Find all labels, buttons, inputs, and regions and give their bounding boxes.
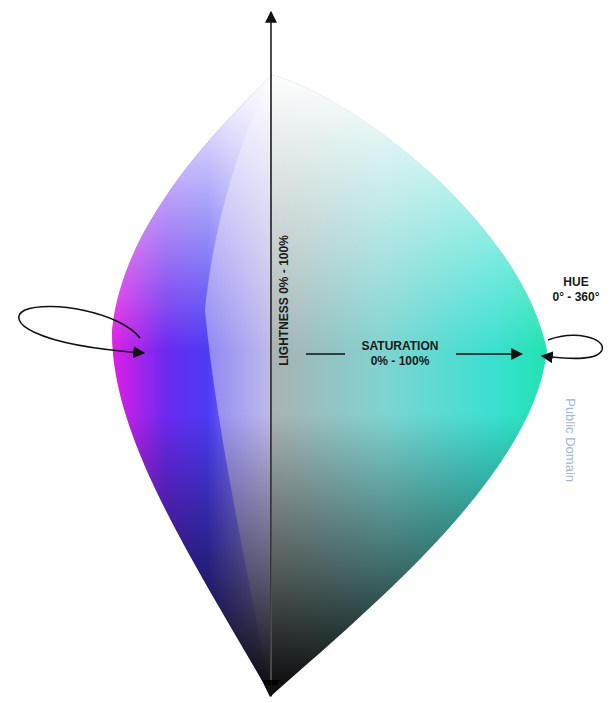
lightness-axis: [270, 12, 272, 696]
left-shading: [112, 75, 272, 695]
right-half-cone: [272, 75, 547, 695]
hue-rotation-arrow-left: [19, 306, 144, 353]
left-half-cone: [112, 75, 272, 695]
watermark: Public Domain: [562, 398, 578, 482]
hue-rotation-arrow-right: [542, 335, 602, 358]
saturation-arrow-tail: [306, 353, 345, 355]
right-shading: [272, 75, 547, 695]
saturation-arrow: [456, 353, 522, 355]
saturation-label: SATURATION 0% - 100%: [362, 339, 439, 369]
axis-label: LIGHTNESS 0% - 100%: [277, 235, 292, 366]
hue-label: HUE 0° - 360°: [553, 275, 600, 305]
